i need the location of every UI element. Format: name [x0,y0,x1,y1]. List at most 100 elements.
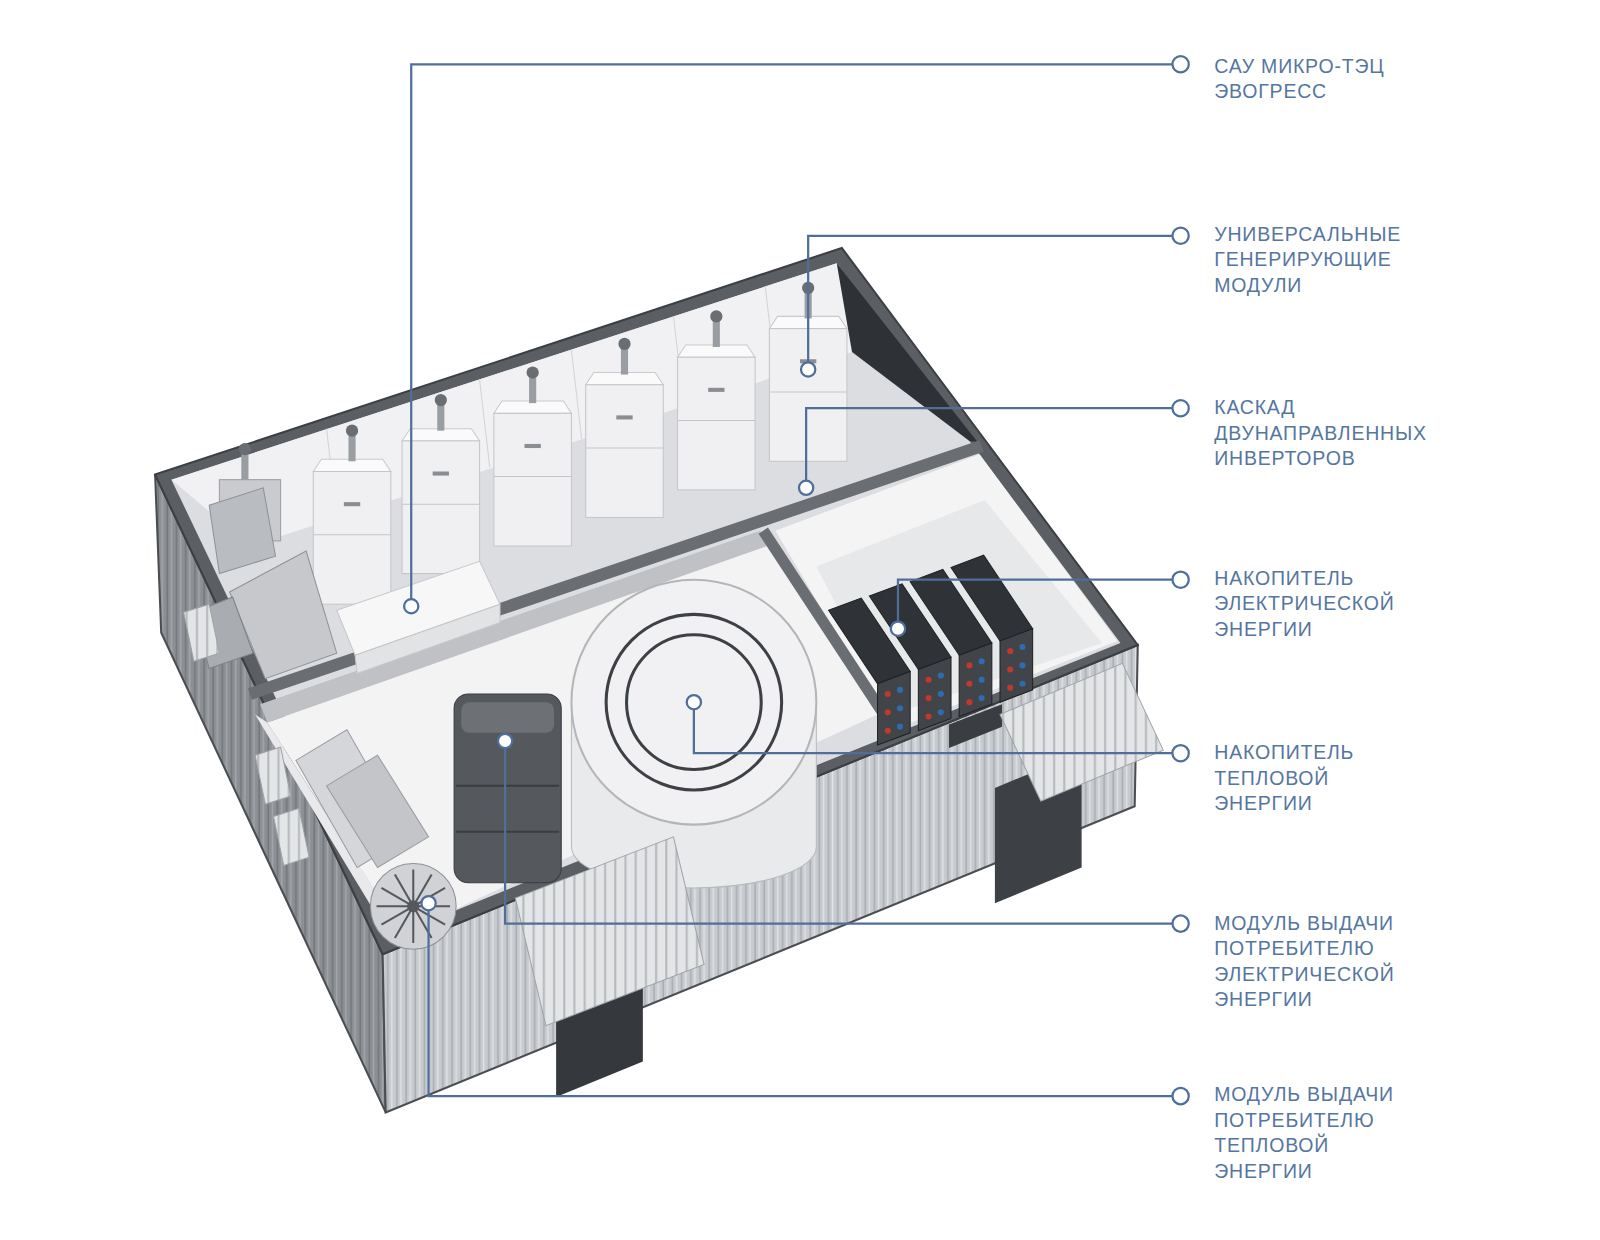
heat-output-fan [296,730,456,949]
callout-label: КАСКАД ДВУНАПРАВЛЕННЫХ ИНВЕРТОРОВ [1214,395,1429,472]
battery-storage-part [926,677,932,683]
container-body-part-part [571,350,581,439]
generator-modules-part-part [586,448,664,449]
generator-modules-part-part [616,415,632,419]
battery-storage-part [966,681,972,687]
battery-storage-part [1007,648,1013,654]
callout-label: НАКОПИТЕЛЬ ЭЛЕКТРИЧЕСКОЙ ЭНЕРГИИ [1214,566,1397,643]
generator-modules-part [313,425,391,605]
thermal-storage-tank-part [571,580,816,825]
leader-lines-part [1172,572,1188,588]
callout-label: МОДУЛЬ ВЫДАЧИ ПОТРЕБИТЕЛЮ ЭЛЕКТРИЧЕСКОЙ … [1214,911,1397,1013]
generator-modules-part-part [437,402,444,431]
leader-lines-part [806,408,1180,488]
battery-storage-part [979,695,985,701]
battery-storage-part [1007,685,1013,691]
container-body [155,248,1138,1112]
battery-storage-part [979,658,985,664]
battery-storage-part [918,657,951,730]
generator-modules-part-part [346,425,358,437]
leader-lines-part [505,741,1181,924]
battery-storage-part [878,672,911,745]
leader-lines-part [421,896,435,910]
leader-lines-part [1172,915,1188,931]
power-output-module-part [461,702,554,733]
leader-lines-part [1172,1088,1188,1104]
battery-storage-part [885,709,891,715]
generator-modules-part-part [678,420,756,421]
leader-lines-part [687,695,701,709]
generator-modules-part-part [344,502,360,506]
leader-lines-part [808,236,1180,370]
generator-modules-part-part [678,357,756,490]
generator-modules-part-part [435,394,447,406]
battery-storage-part [979,677,985,683]
power-output-module-part [456,831,559,833]
leader-lines-part [1172,56,1188,72]
generator-modules-part-part [494,476,572,477]
generator-modules-part-part [524,444,540,448]
control-cabinet-part [355,604,500,673]
leader-lines-part [898,580,1181,629]
generator-modules-part-part [586,385,664,518]
heat-output-fan-part [370,863,456,949]
generator-modules-part [586,338,664,518]
power-output-module [454,694,561,883]
generator-modules-part [402,394,480,574]
generator-modules-part-part [769,391,847,392]
awnings-part [255,747,291,804]
power-output-module-part [456,785,559,787]
leader-lines-part [801,362,815,376]
awnings-part [515,837,704,1026]
battery-storage-part [1000,629,1033,702]
battery-storage-part [1019,662,1025,668]
leader-lines [404,56,1189,1104]
heat-output-fan-part [327,755,429,867]
battery-storage-part [926,713,932,719]
battery-storage-part [938,691,944,697]
heat-output-fan-part [407,900,419,912]
air-unit-upper-part [209,488,275,574]
generator-modules-part-part [402,441,480,574]
leader-lines-part [429,903,1181,1096]
generator-modules-part [239,443,251,455]
battery-storage-part [951,555,1033,641]
generator-modules-part-part [708,388,724,392]
battery-storage-part [885,728,891,734]
leader-lines-part [1172,745,1188,761]
generator-modules-part-part [618,338,630,350]
thermal-storage-tank-part [606,614,782,790]
leader-lines-part [694,702,1181,753]
battery-storage-part [926,695,932,701]
battery-storage-part [1019,644,1025,650]
battery-storage-part [897,705,903,711]
battery-storage-part [1007,666,1013,672]
leader-lines-part [891,622,905,636]
container-body-part-part [480,380,490,468]
battery-storage-part [938,673,944,679]
control-cabinet [337,561,500,673]
awnings-part [184,604,220,661]
leader-lines-part [799,481,813,495]
battery-storage-part [959,643,992,716]
awnings-part [1000,663,1163,801]
generator-modules-part [494,366,572,546]
generator-modules-part-part [313,472,391,605]
generator-modules-part-part [433,472,449,476]
generator-modules-part-part [529,375,536,404]
leader-lines-part [498,734,512,748]
generator-modules-part-part [527,366,539,378]
battery-storage-part [966,699,972,705]
generator-modules-part-part [713,318,720,347]
awnings-part [273,808,309,865]
battery-storage-part [897,687,903,693]
callout-label: САУ МИКРО-ТЭЦ ЭВОГРЕСС [1214,54,1387,105]
generator-modules-part [241,454,248,480]
leader-lines-part [1172,228,1188,244]
callout-label: МОДУЛЬ ВЫДАЧИ ПОТРЕБИТЕЛЮ ТЕПЛОВОЙ ЭНЕРГ… [1214,1082,1396,1184]
container-body-part [171,263,852,546]
awnings [184,604,1164,1025]
generator-modules-part-part [710,310,722,322]
generator-modules-part-part [621,346,628,375]
power-output-module-part [454,694,561,883]
